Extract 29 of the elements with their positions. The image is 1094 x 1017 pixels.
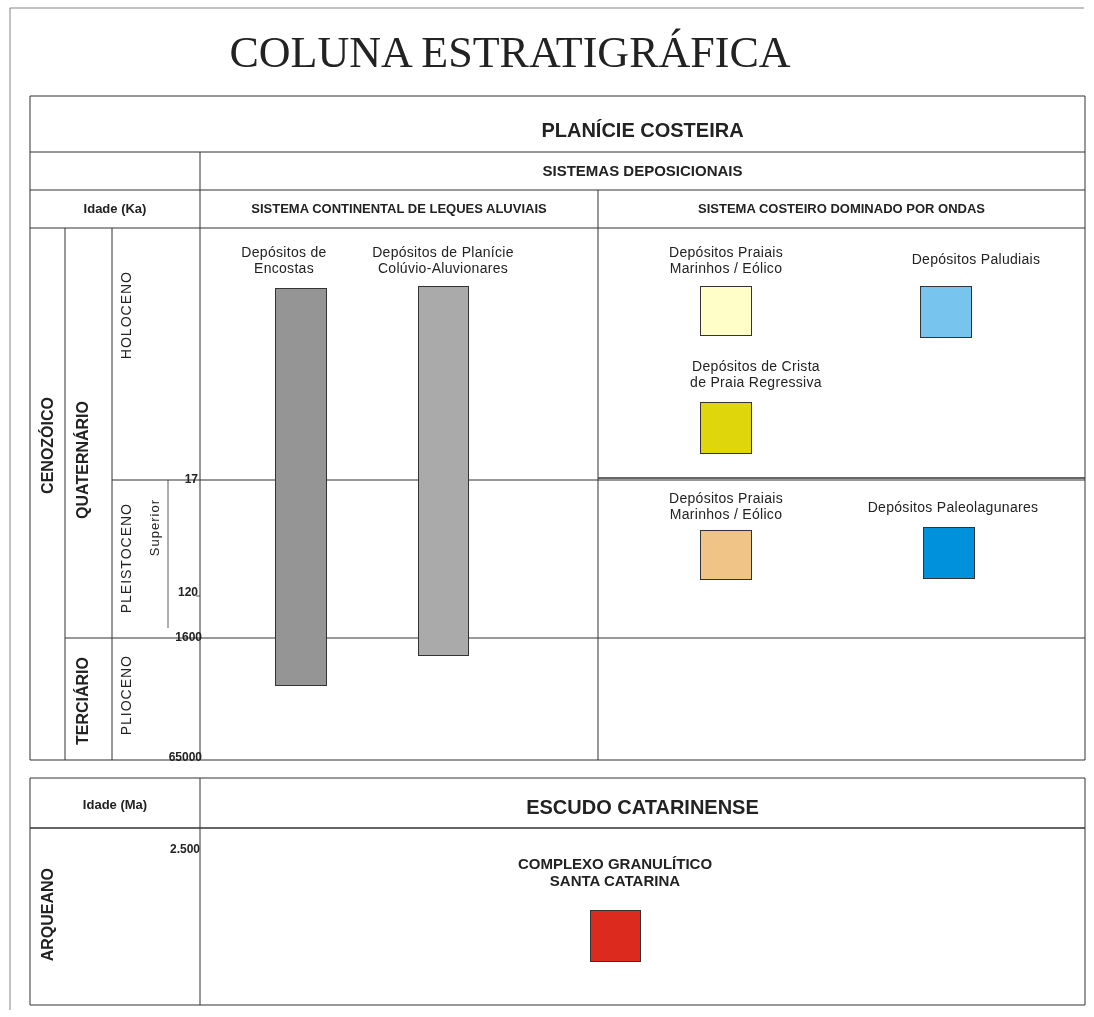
deposit-label: Depósitos de Crista de Praia Regressiva xyxy=(689,356,823,392)
deposit-label: Depósitos Praiais Marinhos / Eólico xyxy=(667,242,784,278)
deposit-label: Depósitos de Encostas xyxy=(240,242,328,278)
column-heading: SISTEMA CONTINENTAL DE LEQUES ALUVIAIS xyxy=(250,199,548,218)
deposit-label: Depósitos de Planície Colúvio-Aluvionares xyxy=(371,242,515,278)
column-heading: Idade (Ka) xyxy=(82,199,148,218)
deposit-label: Depósitos Paleolagunares xyxy=(866,497,1040,517)
column-heading: SISTEMA COSTEIRO DOMINADO POR ONDAS xyxy=(697,199,986,218)
section-heading: ESCUDO CATARINENSE xyxy=(525,794,760,820)
subepoch-label: Superior xyxy=(145,498,163,559)
epoch-label: PLIOCENO xyxy=(116,653,135,738)
deposit-label: Depósitos Paludiais xyxy=(910,249,1042,269)
deposit-label: COMPLEXO GRANULÍTICO SANTA CATARINA xyxy=(516,853,714,891)
period-label: TERCIÁRIO xyxy=(72,656,92,747)
era-label: CENOZÓICO xyxy=(37,395,57,496)
age-value: 65000 xyxy=(167,750,202,766)
period-label: QUATERNÁRIO xyxy=(72,400,92,521)
age-value: 120 xyxy=(176,585,198,601)
age-value: 17 xyxy=(183,472,198,488)
age-value: 2.500 xyxy=(168,842,200,858)
column-heading: SISTEMAS DEPOSICIONAIS xyxy=(541,161,744,182)
column-heading: Idade (Ma) xyxy=(81,795,149,814)
age-value: 1600 xyxy=(174,630,202,646)
section-heading: PLANÍCIE COSTEIRA xyxy=(540,117,745,143)
era-label: ARQUEANO xyxy=(37,867,57,964)
deposit-label: Depósitos Praiais Marinhos / Eólico xyxy=(667,488,784,524)
epoch-label: HOLOCENO xyxy=(116,269,135,362)
epoch-label: PLEISTOCENO xyxy=(116,501,135,616)
diagram-title: COLUNA ESTRATIGRÁFICA xyxy=(228,28,792,78)
